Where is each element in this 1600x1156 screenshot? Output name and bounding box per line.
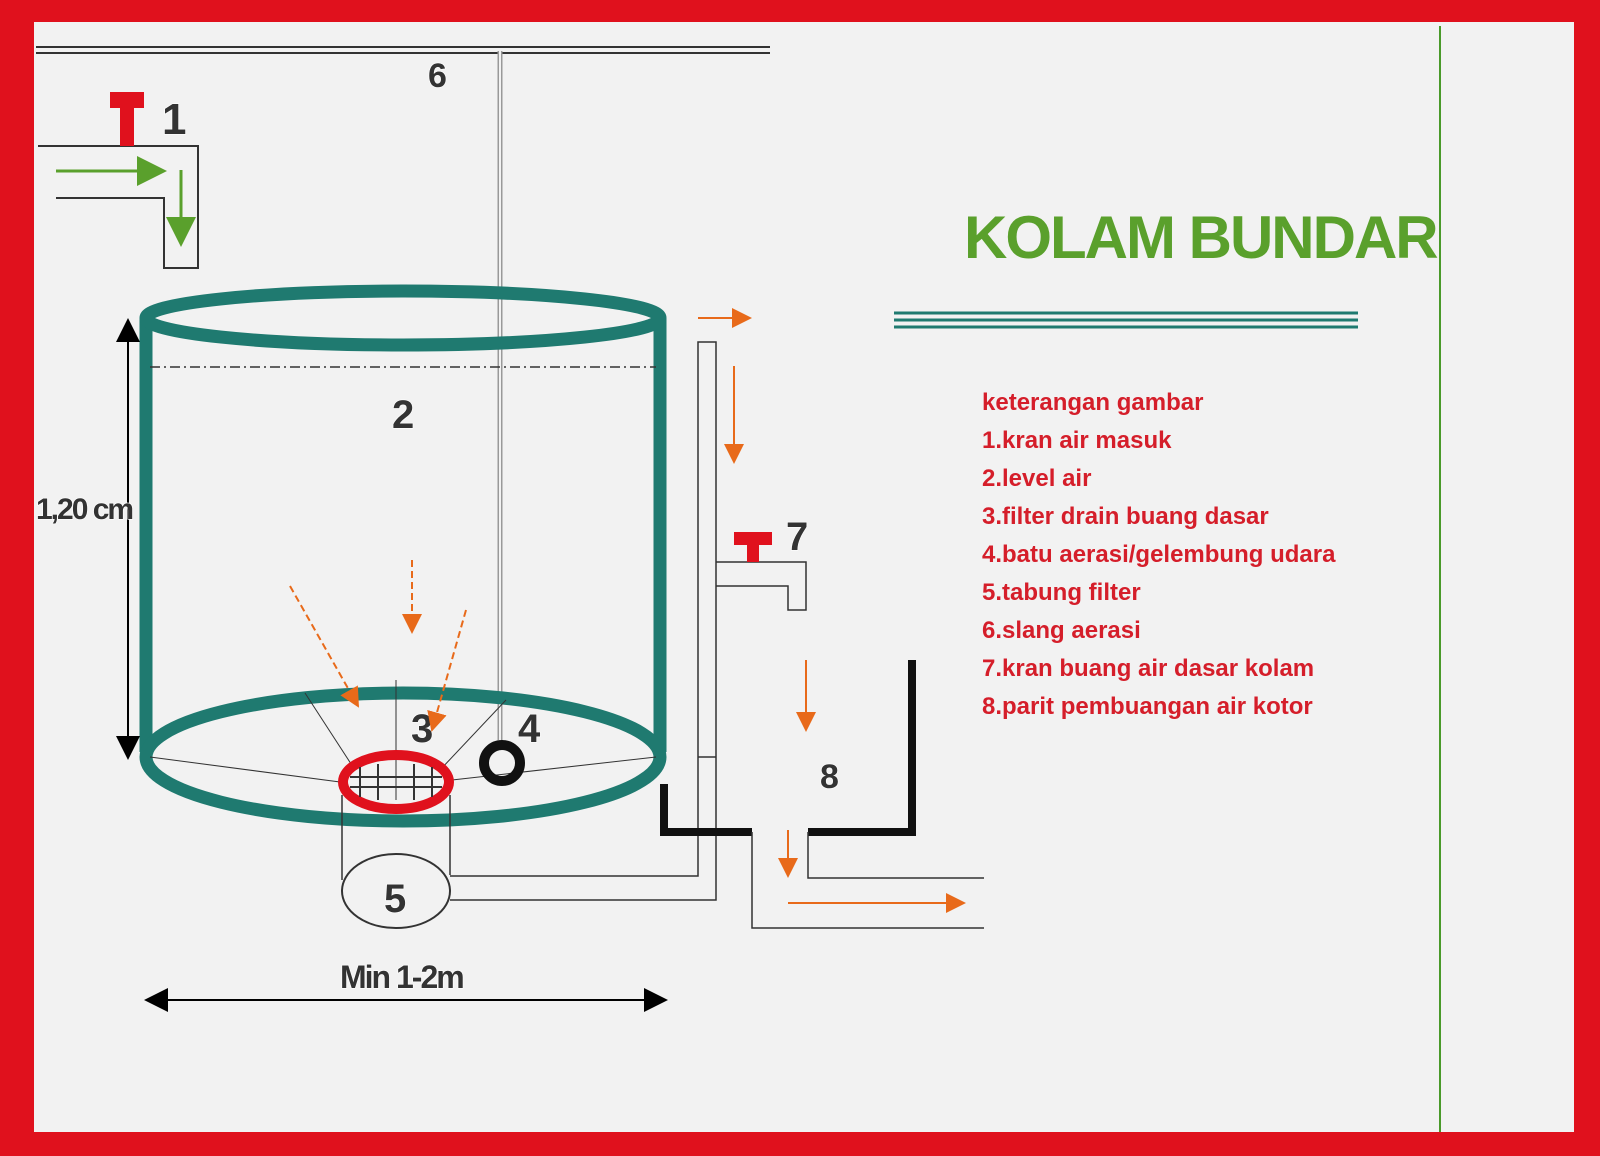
drain-valve-icon xyxy=(734,532,772,562)
diagram-panel xyxy=(34,22,1574,1132)
legend-item: 6.slang aerasi xyxy=(982,617,1141,644)
ditch-outlet-channel xyxy=(751,832,984,929)
legend-heading: keterangan gambar xyxy=(982,389,1203,416)
filter-drain-icon xyxy=(338,750,454,814)
label-3: 3 xyxy=(411,707,433,751)
legend-item: 7.kran buang air dasar kolam xyxy=(982,655,1314,682)
label-6: 6 xyxy=(428,57,447,95)
legend-item: 4.batu aerasi/gelembung udara xyxy=(982,541,1336,568)
outlet-pipe xyxy=(450,341,717,901)
drain-flow-arrow-left xyxy=(289,585,359,708)
ditch-wall-left xyxy=(660,784,752,836)
inlet-pipe xyxy=(38,145,199,269)
label-8: 8 xyxy=(820,758,839,796)
filter-tube-icon xyxy=(341,853,451,929)
label-1: 1 xyxy=(162,95,186,144)
drain-valve-pipe xyxy=(716,561,807,611)
diagram-title: KOLAM BUNDAR xyxy=(964,204,1438,271)
legend: keterangan gambar 1.kran air masuk 2.lev… xyxy=(982,389,1336,720)
drain-flow-arrow-right xyxy=(427,609,467,732)
legend-item: 2.level air xyxy=(982,465,1091,492)
legend-item: 3.filter drain buang dasar xyxy=(982,503,1269,530)
aeration-stone-icon xyxy=(479,740,525,786)
height-dimension-label: 1,20 cm xyxy=(36,493,132,526)
inlet-valve-icon xyxy=(110,92,144,146)
legend-item: 1.kran air masuk xyxy=(982,427,1172,454)
title-underline xyxy=(894,311,1358,329)
label-7: 7 xyxy=(786,515,808,559)
legend-item: 5.tabung filter xyxy=(982,579,1141,606)
ditch-wall-right xyxy=(808,660,916,836)
width-dimension-label: Min 1-2m xyxy=(340,959,463,995)
legend-item: 8.parit pembuangan air kotor xyxy=(982,693,1313,720)
label-2: 2 xyxy=(392,393,414,437)
label-5: 5 xyxy=(384,877,406,921)
label-4: 4 xyxy=(518,707,541,751)
round-tank xyxy=(139,284,667,828)
